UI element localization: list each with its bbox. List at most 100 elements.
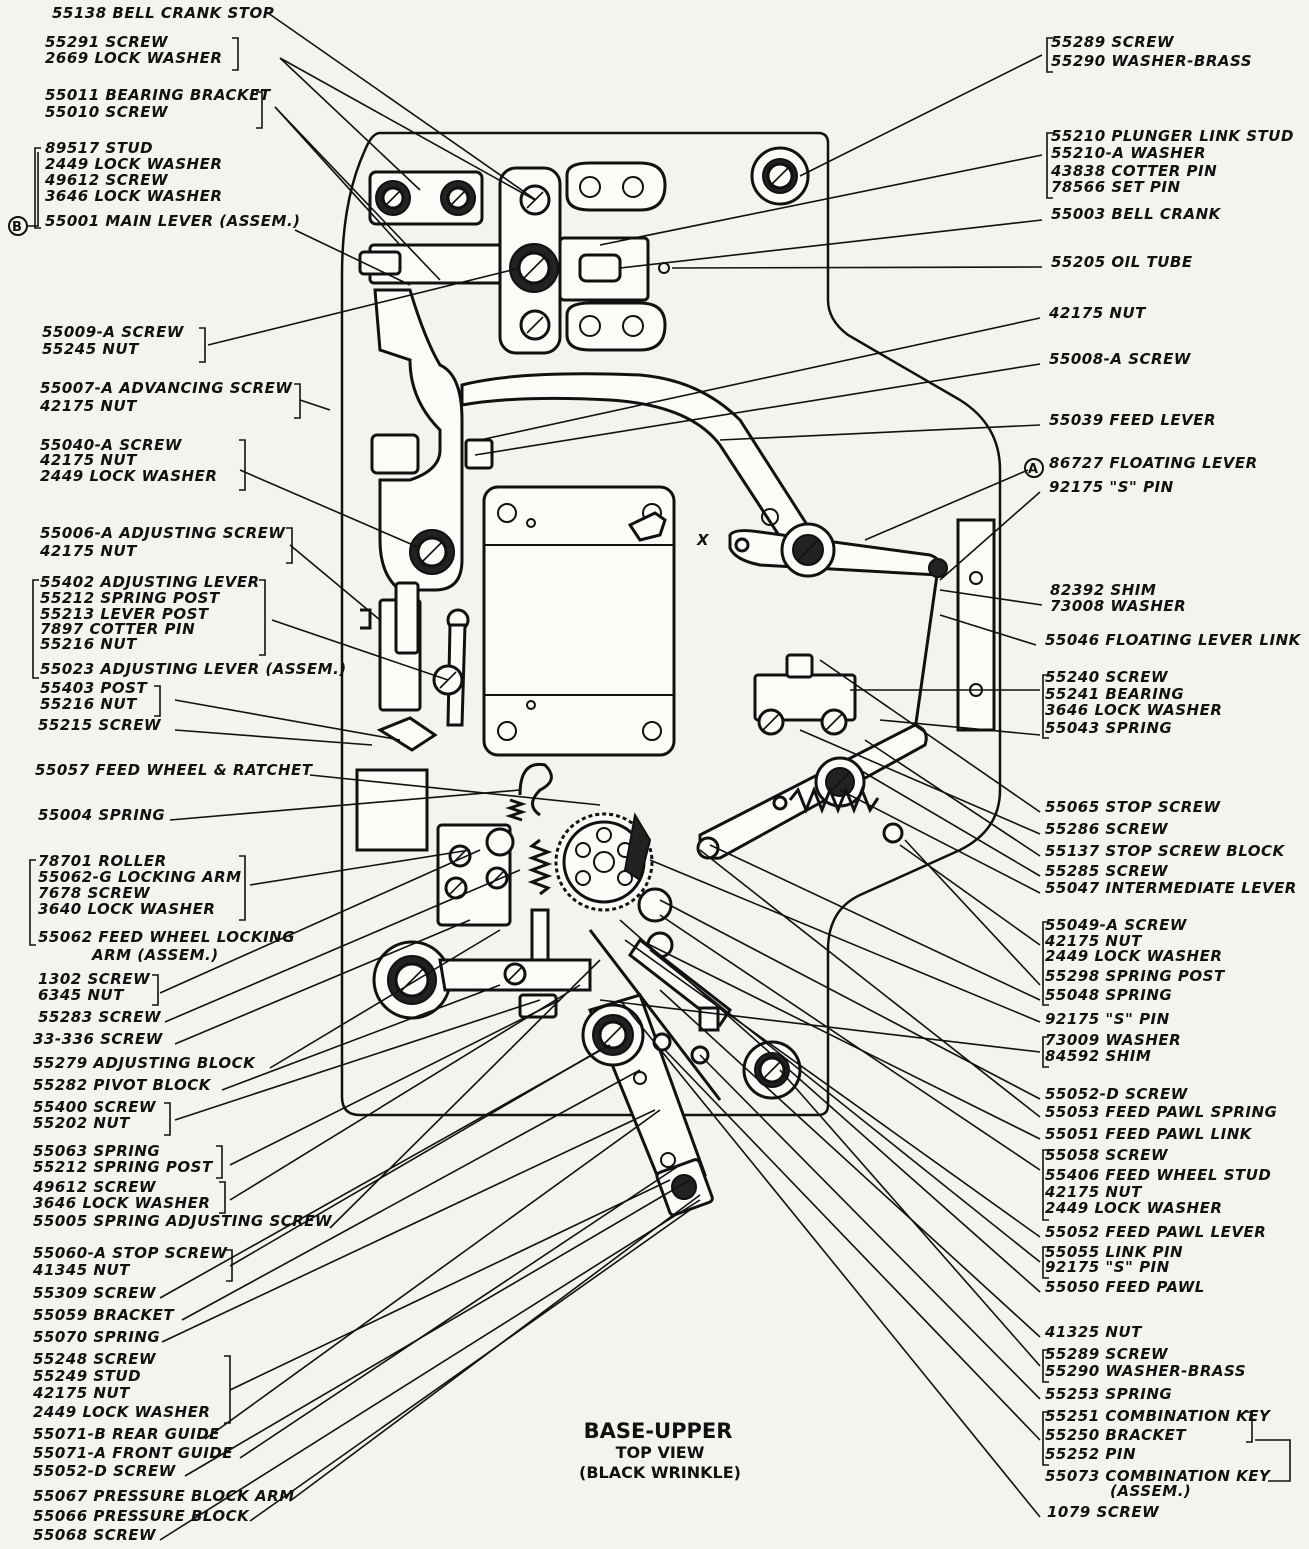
part-label-left: 55202 NUT — [33, 1114, 131, 1132]
part-label-left: 55066 PRESSURE BLOCK — [33, 1507, 250, 1525]
leader-line — [864, 739, 1041, 857]
part-label-left: 55006-A ADJUSTING SCREW — [40, 524, 286, 542]
part-label-left: 49612 SCREW — [44, 171, 169, 189]
part-label-right: 55240 SCREW — [1045, 668, 1169, 686]
leader-line — [699, 1054, 1041, 1400]
part-label-left: ARM (ASSEM.) — [91, 946, 219, 964]
part-label-left: 55011 BEARING BRACKET — [45, 86, 272, 104]
floating-lever — [627, 511, 942, 578]
bracket-brace-icon — [32, 579, 39, 679]
part-label-left: 55216 NUT — [40, 695, 138, 713]
leader-line — [939, 614, 1037, 646]
leader-line — [659, 914, 1041, 1171]
bracket-brace-icon — [1042, 1149, 1049, 1221]
leader-line — [299, 399, 331, 411]
part-label-right: 43838 COTTER PIN — [1050, 162, 1217, 180]
leader-line — [699, 849, 1041, 1118]
part-label-left: 55040-A SCREW — [40, 436, 183, 454]
bracket-brace-icon — [216, 1145, 223, 1179]
bracket-brace-icon — [1042, 1036, 1049, 1068]
part-label-right: 42175 NUT — [1048, 304, 1147, 322]
part-label-left: 55138 BELL CRANK STOP — [52, 4, 274, 22]
leader-line — [279, 57, 421, 191]
plate-mark: X — [696, 531, 710, 549]
leader-line — [267, 12, 537, 201]
part-label-left: 7678 SCREW — [38, 884, 151, 902]
leader-line — [294, 229, 411, 286]
part-label-left: 55067 PRESSURE BLOCK ARM — [33, 1487, 295, 1505]
part-label-left: 41345 NUT — [32, 1261, 131, 1279]
part-label-left: 55057 FEED WHEEL & RATCHET — [35, 761, 314, 779]
leader-line — [649, 949, 1041, 1263]
part-label-left: 55216 NUT — [40, 635, 138, 653]
leader-line — [659, 899, 1041, 1100]
part-label-right: 55046 FLOATING LEVER LINK — [1045, 631, 1302, 649]
part-label-left: 55279 ADJUSTING BLOCK — [33, 1054, 256, 1072]
bracket-brace-icon — [239, 439, 246, 491]
bracket-brace-icon — [294, 383, 301, 419]
leader-line — [619, 919, 1041, 1293]
part-label-right: 55298 SPRING POST — [1045, 967, 1226, 985]
part-label-left: 55248 SCREW — [33, 1350, 157, 1368]
main-lever — [370, 288, 494, 592]
leader-line — [184, 1179, 691, 1477]
intermediate-lever — [696, 723, 928, 860]
part-label-left: 55060-A STOP SCREW — [33, 1244, 228, 1262]
part-label-right: 55043 SPRING — [1045, 719, 1172, 737]
leader-line — [164, 869, 521, 1023]
part-label-right: 82392 SHIM — [1050, 581, 1156, 599]
leader-line — [279, 57, 536, 201]
leader-line — [159, 1044, 611, 1299]
leader-line — [229, 999, 561, 1166]
leader-line — [239, 469, 421, 549]
part-label-right: 55058 SCREW — [1045, 1146, 1169, 1164]
part-label-left: 55212 SPRING POST — [40, 589, 221, 607]
part-label-left: 89517 STUD — [45, 139, 153, 157]
part-label-right: (ASSEM.) — [1110, 1482, 1191, 1500]
base-plate — [340, 131, 1002, 1117]
leader-line — [671, 266, 1043, 269]
part-label-right: 55406 FEED WHEEL STUD — [1045, 1166, 1271, 1184]
part-label-right: 92175 "S" PIN — [1045, 1258, 1170, 1276]
title-line3: (BLACK WRINKLE) — [579, 1463, 741, 1482]
bracket-brace-icon — [226, 1249, 233, 1282]
part-label-right: 55047 INTERMEDIATE LEVER — [1045, 879, 1297, 897]
leader-line — [939, 589, 1043, 606]
bracket-braces — [29, 37, 1291, 1482]
bracket-brace-icon — [1042, 1246, 1049, 1279]
part-label-right: 55251 COMBINATION KEY — [1045, 1407, 1272, 1425]
part-label-right: 55049-A SCREW — [1045, 916, 1188, 934]
part-label-right: 55290 WASHER-BRASS — [1045, 1362, 1246, 1380]
leader-line — [169, 789, 521, 821]
bracket-brace-icon — [232, 37, 239, 71]
part-label-right: 55008-A SCREW — [1049, 350, 1192, 368]
part-label-left: 55213 LEVER POST — [40, 605, 210, 623]
part-label-left: 1302 SCREW — [38, 970, 151, 988]
part-label-right: 92175 "S" PIN — [1049, 478, 1174, 496]
part-label-right: 86727 FLOATING LEVER — [1049, 454, 1258, 472]
part-label-left: 6345 NUT — [38, 986, 125, 1004]
part-label-left: 2449 LOCK WASHER — [33, 1403, 210, 1421]
feed-wheel-gear — [554, 812, 674, 959]
leader-line — [899, 844, 1041, 946]
leader-line — [239, 1164, 681, 1459]
leader-line — [639, 939, 1041, 1140]
bracket-brace-icon — [1042, 1411, 1049, 1466]
bracket-brace-icon — [1046, 132, 1053, 199]
screw-bottom-right — [742, 1040, 802, 1100]
part-label-right: 3646 LOCK WASHER — [1045, 701, 1222, 719]
part-label-left: 55070 SPRING — [33, 1328, 160, 1346]
leader-line — [599, 154, 1043, 246]
leader-line — [161, 1109, 656, 1343]
bracket-brace-icon — [1042, 674, 1049, 739]
leader-line — [474, 363, 1041, 456]
leader-line — [249, 849, 471, 886]
part-label-left: 42175 NUT — [32, 1384, 131, 1402]
svg-text:B: B — [12, 220, 22, 235]
part-label-left: 55001 MAIN LEVER (ASSEM.) — [45, 212, 301, 230]
part-label-right: 55003 BELL CRANK — [1051, 205, 1222, 223]
leader-line — [174, 699, 401, 741]
leader-line — [181, 1069, 641, 1321]
part-label-left: 42175 NUT — [39, 397, 138, 415]
